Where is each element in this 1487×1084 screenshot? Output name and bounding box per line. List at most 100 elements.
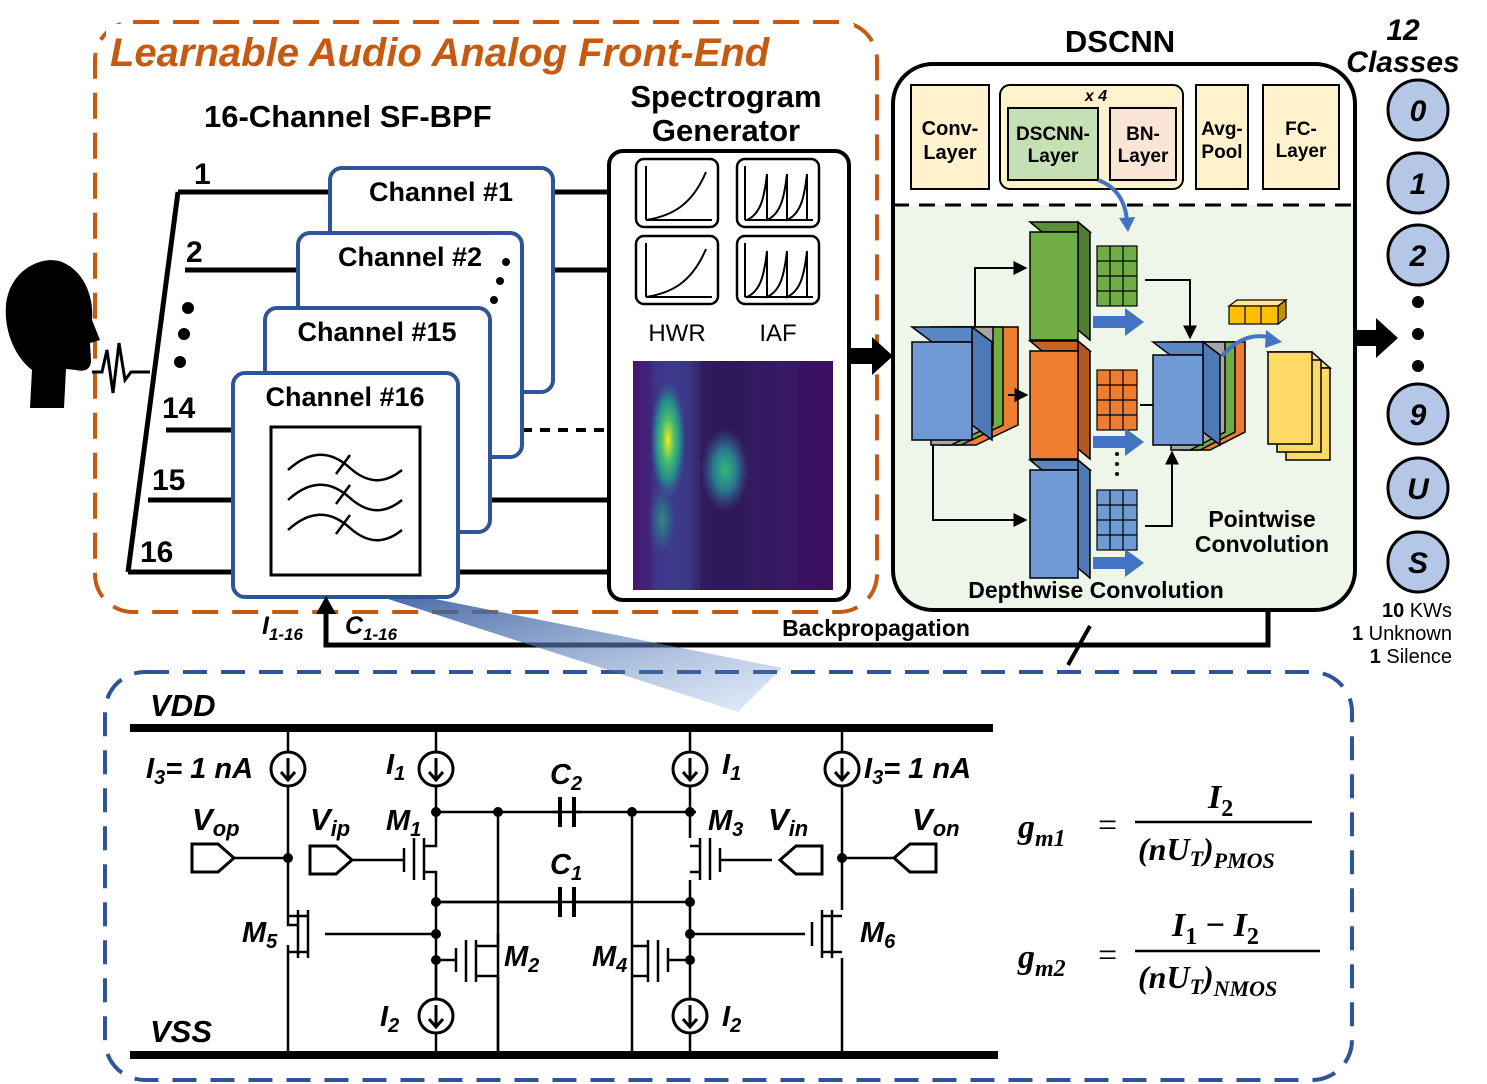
- circuit-block: VDD VSS: [103, 598, 1354, 1082]
- avg-pool-box: [1195, 84, 1249, 190]
- dscnn-layer-line2: Layer: [1028, 146, 1079, 167]
- dscnn-layer-box: [1007, 107, 1099, 181]
- pointwise-label-line2: Convolution: [1195, 531, 1329, 557]
- repeat-label: x 4: [1084, 88, 1107, 105]
- channel-card-2-label: Channel #2: [338, 242, 482, 272]
- speaker-head-icon: [5, 260, 100, 408]
- port-vip: [308, 844, 355, 876]
- channel-number-15: 15: [152, 464, 185, 497]
- port-von: [891, 842, 938, 874]
- current-source-i1-left: [417, 750, 455, 788]
- class-label-s: S: [1408, 547, 1428, 580]
- channel-card-15-label: Channel #15: [297, 317, 456, 347]
- class-label-2: 2: [1409, 240, 1427, 273]
- class-label-1: 1: [1410, 168, 1427, 201]
- circuit-nodes: [283, 807, 847, 965]
- depthwise-cube-orange: [1027, 339, 1093, 461]
- vin-label: Vin: [768, 802, 808, 841]
- bandpass-filter-icon: [269, 425, 422, 577]
- conv-layer-line1: Conv-: [922, 118, 979, 140]
- i2-left-label: I2: [380, 1001, 399, 1037]
- depthwise-label: Depthwise Convolution: [968, 577, 1224, 603]
- afe-title: Learnable Audio Analog Front-End: [110, 31, 771, 75]
- iaf-label: IAF: [759, 320, 796, 347]
- svg-text:I1 − I2: I1 − I2: [1171, 907, 1259, 950]
- class-label-u: U: [1407, 473, 1430, 506]
- class-label-0: 0: [1410, 95, 1427, 128]
- class-circle-2: [1386, 223, 1450, 287]
- svg-text:(nUT)PMOS: (nUT)PMOS: [1138, 831, 1275, 873]
- iaf-graph-icon: [735, 157, 821, 306]
- svg-text:I2: I2: [1207, 779, 1233, 822]
- classes-title-line2: Classes: [1346, 46, 1459, 79]
- conv-layer-box: [910, 84, 990, 190]
- channel-bus: [125, 189, 340, 575]
- m2-label: M2: [504, 941, 539, 977]
- dscnn-title: DSCNN: [1065, 24, 1175, 59]
- bn-layer-box: [1109, 107, 1177, 181]
- vss-label: VSS: [150, 1014, 212, 1049]
- gm2-equation: gm2 = I1 − I2 (nUT)NMOS: [1017, 907, 1320, 1001]
- legend-silence: 1 Silence: [1370, 646, 1452, 668]
- output-cube: [1266, 351, 1332, 461]
- i-param-label: I1-16: [262, 612, 304, 644]
- c1-label: C1: [550, 849, 582, 885]
- avg-pool-line2: Pool: [1201, 142, 1242, 163]
- filter-wave-icon: [287, 453, 403, 542]
- pointwise-kernel: [1227, 298, 1288, 326]
- dscnn-detail-arrow: [1097, 178, 1129, 223]
- svg-text:gm1: gm1: [1017, 809, 1066, 852]
- spectrogram-title-line1: Spectrogram: [630, 79, 821, 114]
- current-source-i3-left: [269, 750, 307, 788]
- class-circle-9: [1386, 382, 1450, 446]
- current-source-i1-right: [671, 750, 709, 788]
- hwr-graph-icon: [634, 157, 720, 306]
- channel-number-1: 1: [194, 158, 211, 191]
- vip-label: Vip: [310, 802, 350, 841]
- afe-to-dscnn-arrow: [849, 337, 893, 375]
- backprop-label: Backpropagation: [782, 615, 970, 641]
- class-circle-u: [1386, 456, 1450, 520]
- bn-layer-line1: BN-: [1126, 124, 1160, 145]
- depthwise-cube-green: [1027, 220, 1093, 342]
- i3-right-label: I3= 1 nA: [864, 753, 971, 789]
- legend-kws: 10 KWs: [1382, 600, 1452, 622]
- dscnn-layer-line1: DSCNN-: [1016, 124, 1090, 145]
- svg-text:gm2: gm2: [1017, 939, 1066, 982]
- channel-card-16-label: Channel #16: [265, 382, 424, 412]
- svg-text:=: =: [1098, 807, 1117, 844]
- spectrogram-image: [633, 361, 833, 590]
- backprop-path: Backpropagation I1-16 C1-16: [262, 596, 1271, 666]
- m6-label: M6: [860, 917, 896, 953]
- port-vop: [190, 842, 237, 874]
- kernel-grid-orange: [1096, 369, 1138, 431]
- m4-label: M4: [592, 941, 627, 977]
- capacitor-c2: [558, 797, 576, 827]
- avg-pool-line1: Avg-: [1201, 119, 1243, 140]
- channel-card-1-label: Channel #1: [369, 177, 513, 207]
- legend-unknown: 1 Unknown: [1352, 623, 1452, 645]
- gm1-equation: gm1 = I2 (nUT)PMOS: [1017, 779, 1312, 873]
- svg-text:(nUT)NMOS: (nUT)NMOS: [1138, 959, 1277, 1001]
- vdd-label: VDD: [150, 688, 215, 723]
- kernel-grid-green: [1096, 245, 1138, 307]
- input-feature-cube: [909, 325, 1019, 446]
- classes-title-line1: 12: [1386, 14, 1420, 47]
- von-label: Von: [912, 802, 960, 841]
- svg-text:=: =: [1098, 937, 1117, 974]
- class-circle-s: [1386, 530, 1450, 594]
- pointwise-cube: [1150, 340, 1246, 451]
- speech-wave-icon: [92, 342, 150, 394]
- current-source-i2-right: [671, 997, 709, 1035]
- classes-column: 12 Classes 0 1 2 9 U S 10 KWs 1 Unknown …: [1346, 14, 1459, 668]
- m5-label: M5: [242, 917, 278, 953]
- port-vin: [777, 844, 824, 876]
- bn-layer-line2: Layer: [1118, 146, 1169, 167]
- conv-layer-line2: Layer: [923, 142, 977, 164]
- bpf-title: 16-Channel SF-BPF: [204, 99, 492, 134]
- i3-left-label: I3= 1 nA: [146, 753, 253, 789]
- c-param-label: C1-16: [345, 612, 398, 644]
- dscnn-to-classes-arrow: [1355, 318, 1398, 358]
- current-source-i2-left: [417, 997, 455, 1035]
